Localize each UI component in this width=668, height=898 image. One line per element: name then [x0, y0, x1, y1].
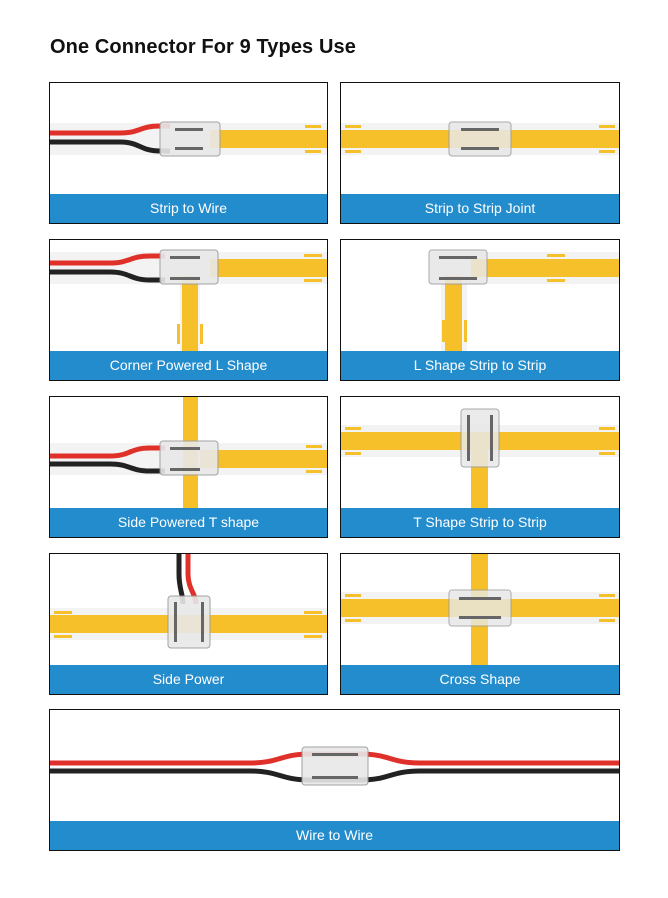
card-corner-powered-l-shape: Corner Powered L Shape	[49, 239, 328, 381]
page-title: One Connector For 9 Types Use	[50, 36, 356, 58]
card-caption: Side Powered T shape	[50, 508, 327, 537]
side-power-illustration	[50, 554, 327, 649]
card-strip-to-wire: Strip to Wire	[49, 82, 328, 224]
card-cross-shape: Cross Shape	[340, 553, 620, 695]
card-caption: Side Power	[50, 665, 327, 694]
card-side-power: Side Power	[49, 553, 328, 695]
card-caption: Strip to Strip Joint	[341, 194, 619, 223]
card-caption: L Shape Strip to Strip	[341, 351, 619, 380]
card-t-shape-strip-to-strip: T Shape Strip to Strip	[340, 396, 620, 538]
card-caption: Cross Shape	[341, 665, 619, 694]
card-wire-to-wire: Wire to Wire	[49, 709, 620, 851]
t-shape-strip-to-strip-illustration	[341, 408, 619, 509]
l-shape-strip-to-strip-illustration	[428, 249, 619, 352]
card-l-shape-strip-to-strip: L Shape Strip to Strip	[340, 239, 620, 381]
card-strip-to-strip-joint: Strip to Strip Joint	[340, 82, 620, 224]
side-powered-t-shape-illustration	[50, 397, 327, 509]
card-caption: Strip to Wire	[50, 194, 327, 223]
strip-to-strip-joint-illustration	[341, 121, 619, 157]
card-caption: T Shape Strip to Strip	[341, 508, 619, 537]
card-side-powered-t-shape: Side Powered T shape	[49, 396, 328, 538]
card-caption: Wire to Wire	[50, 821, 619, 850]
card-caption: Corner Powered L Shape	[50, 351, 327, 380]
wire-to-wire-illustration	[50, 746, 619, 786]
corner-powered-l-shape-illustration	[50, 249, 327, 352]
strip-to-wire-illustration	[50, 121, 327, 157]
cross-shape-illustration	[341, 554, 619, 666]
